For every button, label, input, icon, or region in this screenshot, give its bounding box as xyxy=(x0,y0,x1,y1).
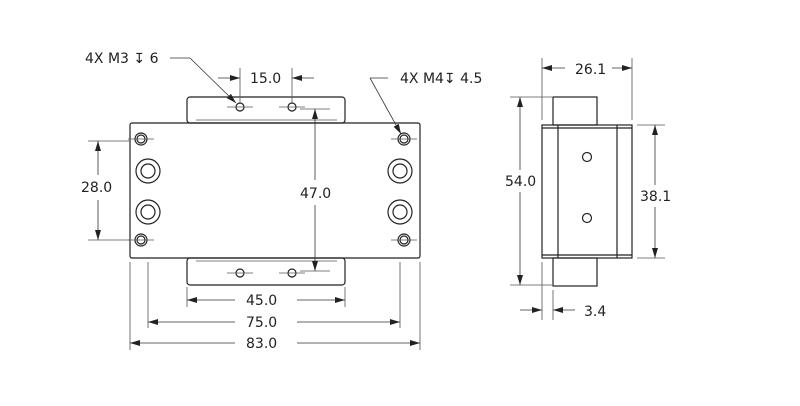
side-view: 26.1 54.0 38.1 3.4 xyxy=(505,58,671,320)
m4-holes xyxy=(128,132,417,247)
callout-m4: 4X M4↧ 4.5 xyxy=(400,71,482,87)
top-tab xyxy=(552,96,598,126)
dim-15: 15.0 xyxy=(250,71,281,87)
dim-75: 75.0 xyxy=(246,315,277,331)
dim-26-1: 26.1 xyxy=(575,62,606,78)
side-body xyxy=(541,124,633,259)
top-tab xyxy=(186,96,346,124)
m3-holes xyxy=(227,102,305,278)
callout-m3: 4X M3 ↧ 6 xyxy=(85,51,159,67)
dim-54: 54.0 xyxy=(505,174,536,190)
dim-3-4: 3.4 xyxy=(584,304,606,320)
main-body xyxy=(129,122,421,259)
front-view: 4X M3 ↧ 6 4X M4↧ 4.5 15.0 47.0 28.0 45.0… xyxy=(81,51,482,352)
bottom-tab xyxy=(552,257,598,287)
bottom-tab xyxy=(186,257,346,286)
dim-38-1: 38.1 xyxy=(640,189,671,205)
counterbore-holes xyxy=(135,158,413,225)
dim-83: 83.0 xyxy=(246,336,277,352)
dim-47: 47.0 xyxy=(300,186,331,202)
dim-28: 28.0 xyxy=(81,180,112,196)
dim-45: 45.0 xyxy=(246,293,277,309)
